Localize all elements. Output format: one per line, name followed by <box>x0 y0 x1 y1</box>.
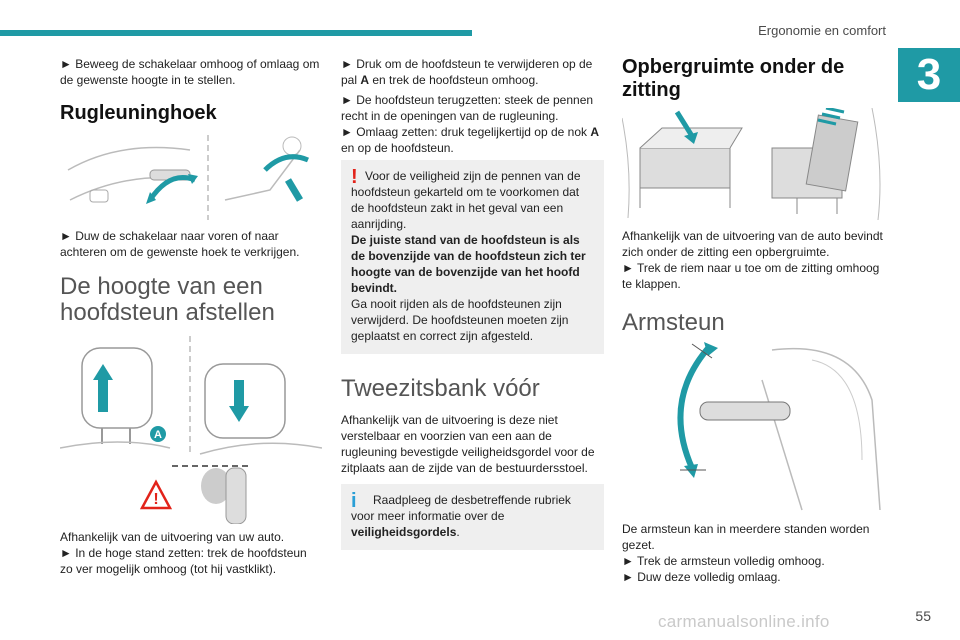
watermark: carmanualsonline.info <box>658 612 830 631</box>
paragraph: Afhankelijk van de uitvoering van uw aut… <box>60 530 285 544</box>
paragraph: ► Omlaag zetten: druk tegelijkertijd op … <box>341 125 600 155</box>
column-1-lower: ► Duw de schakelaar naar voren of naar a… <box>60 228 322 326</box>
info-note: i Raadpleeg de desbetreffende rubriek vo… <box>341 484 604 550</box>
page-number: 55 <box>915 608 931 624</box>
paragraph: De armsteun kan in meerdere standen word… <box>622 522 870 552</box>
chapter-number-tab: 3 <box>898 48 960 102</box>
section-title: Ergonomie en comfort <box>758 23 886 38</box>
headrest-adjust-illustration: A ! <box>60 336 322 524</box>
warning-note: ! Voor de veiligheid zijn de pennen van … <box>341 160 604 354</box>
warning-icon: ! <box>351 166 358 188</box>
storage-under-seat-illustration <box>622 108 881 220</box>
backrest-adjust-illustration <box>67 135 309 220</box>
paragraph: Afhankelijk van de uitvoering is deze ni… <box>341 413 595 475</box>
svg-text:!: ! <box>153 491 158 508</box>
column-3-middle: Afhankelijk van de uitvoering van de aut… <box>622 228 888 336</box>
paragraph: ► Beweeg de schakelaar omhoog of omlaag … <box>60 57 320 87</box>
paragraph: ► Trek de riem naar u toe om de zitting … <box>622 261 880 291</box>
header-accent-bar <box>0 30 472 36</box>
heading-armsteun: Armsteun <box>622 309 725 336</box>
warning-text: Voor de veiligheid zijn de pennen van de… <box>351 169 586 343</box>
column-1: ► Beweeg de schakelaar omhoog of omlaag … <box>60 56 322 125</box>
column-3-bottom: De armsteun kan in meerdere standen word… <box>622 521 888 589</box>
paragraph: ► Duw de schakelaar naar voren of naar a… <box>60 229 300 259</box>
paragraph: Afhankelijk van de uitvoering van de aut… <box>622 229 883 259</box>
column-3: Opbergruimte onder de zitting <box>622 56 888 102</box>
paragraph: ► Druk om de hoofdsteun te verwijderen o… <box>341 57 593 87</box>
column-2: ► Druk om de hoofdsteun te verwijderen o… <box>341 56 604 550</box>
armrest-illustration <box>677 342 881 511</box>
info-icon: i <box>351 490 357 512</box>
heading-hoofdsteun: De hoogte van een hoofdsteun afstellen <box>60 273 275 326</box>
paragraph: ► De hoofdsteun terugzetten: steek de pe… <box>341 93 594 123</box>
paragraph: ► Duw deze volledig omlaag. <box>622 570 781 584</box>
heading-opbergruimte: Opbergruimte onder de zitting <box>622 56 845 101</box>
label-a: A <box>154 429 162 441</box>
paragraph: ► In de hoge stand zetten: trek de hoofd… <box>60 546 307 576</box>
heading-tweezitsbank: Tweezitsbank vóór <box>341 375 540 402</box>
heading-rugleuninghoek: Rugleuninghoek <box>60 102 217 124</box>
column-1-bottom: Afhankelijk van de uitvoering van uw aut… <box>60 529 322 581</box>
paragraph: ► Trek de armsteun volledig omhoog. <box>622 554 825 568</box>
